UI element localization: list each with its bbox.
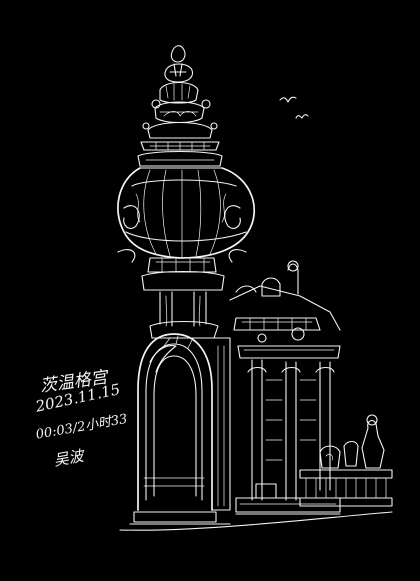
crown-finial bbox=[138, 46, 222, 166]
balustrade-statues bbox=[300, 415, 392, 506]
ground-line bbox=[120, 512, 392, 530]
gallery-facade bbox=[230, 261, 340, 512]
birds bbox=[280, 97, 308, 118]
arch-pavilion bbox=[134, 334, 230, 522]
tower-drum bbox=[142, 258, 224, 338]
onion-dome bbox=[118, 168, 254, 262]
